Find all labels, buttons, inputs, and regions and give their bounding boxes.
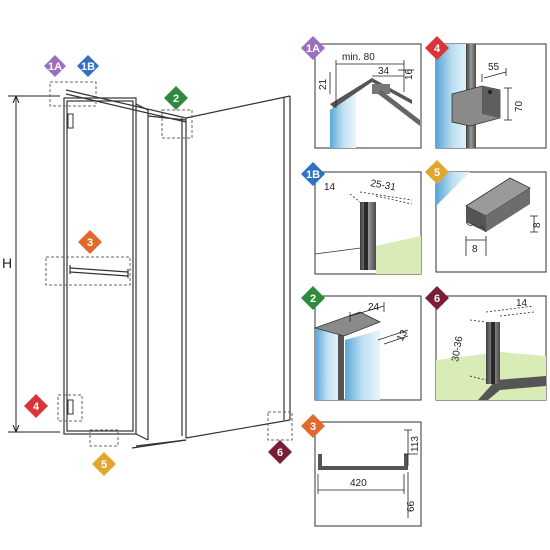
seal-side [486, 188, 530, 232]
dim-adjust-range: 30-36 [450, 335, 465, 363]
badge-label: 6 [434, 293, 440, 305]
detail-frame [314, 421, 422, 527]
dim-clamp-width: 34 [378, 66, 390, 77]
detail-4: 55 70 [435, 43, 547, 149]
badge-label: 1B [306, 169, 320, 181]
door-frame [63, 89, 187, 435]
towel-bar [69, 265, 129, 278]
badge-4-overview: 4 [24, 394, 48, 418]
dim-bar-length: 420 [350, 478, 367, 489]
detail-1a: min. 80 34 16 21 [314, 43, 422, 149]
badge-label: 6 [277, 447, 283, 459]
badge-label: 3 [310, 421, 316, 433]
bar-clamp [372, 84, 390, 94]
callout-box-5 [89, 429, 119, 447]
badge-1a-overview: 1A [44, 55, 66, 77]
badge-1b-overview: 1B [77, 55, 99, 77]
callout-box-3 [45, 256, 131, 286]
seal-front [466, 206, 486, 232]
badge-6-detail: 6 [425, 286, 449, 310]
dim-bracket-height: 13 [395, 328, 410, 344]
height-label: H [2, 255, 12, 271]
badge-4-detail: 4 [425, 36, 449, 60]
badge-label: 4 [434, 43, 441, 55]
hinge-top [67, 113, 74, 129]
dim-adjust-range: 25-31 [369, 178, 397, 193]
badge-diamond [44, 55, 66, 77]
callout-box-4 [57, 394, 83, 422]
badge-5-detail: 5 [425, 160, 449, 184]
side-panel [131, 95, 291, 449]
corner-bracket [313, 311, 381, 337]
detail-3: 420 113 66 [314, 421, 422, 527]
glass-corner [436, 172, 470, 206]
badge-1b-detail: 1B [301, 162, 325, 186]
dim-bracket-width: 24 [368, 302, 380, 313]
badge-label: 1A [306, 43, 320, 55]
dim-profile-depth: 14 [516, 298, 528, 309]
detail-1b: 14 25-31 [314, 171, 422, 275]
dim-seal-width: 8 [472, 244, 478, 255]
badge-label: 1B [81, 61, 95, 73]
overview-drawing: H [2, 81, 293, 449]
detail-5: 8 8 [435, 171, 547, 273]
callout-box-1a [49, 81, 97, 107]
badge-5-overview: 5 [92, 452, 116, 476]
height-dimension [8, 94, 60, 434]
dim-clamp-height: 16 [404, 68, 415, 80]
dim-seal-height: 8 [532, 222, 543, 228]
detail-6: 14 30-36 [435, 295, 547, 401]
badge-label: 2 [173, 93, 179, 105]
detail-2: 24 13 [313, 295, 422, 401]
hinge-bottom [67, 399, 74, 415]
fixed-panel [135, 103, 187, 447]
glass-pane [330, 90, 356, 148]
floor-area [376, 236, 421, 274]
dim-hinge-height: 70 [514, 100, 525, 112]
callout-box-6 [267, 411, 293, 441]
glass-left [315, 320, 340, 400]
callout-boxes [45, 81, 293, 447]
dim-hinge-width: 55 [488, 62, 500, 73]
panel-profile [338, 322, 344, 400]
hinge-screw [488, 90, 492, 94]
badge-label: 5 [101, 459, 107, 471]
top-bar [330, 78, 412, 108]
badge-label: 5 [434, 167, 440, 179]
badge-label: 2 [310, 293, 316, 305]
badge-2-detail: 2 [301, 286, 325, 310]
badge-1a-detail: 1A [301, 36, 325, 60]
badge-3-detail: 3 [301, 414, 325, 438]
dim-bar-height: 21 [318, 78, 329, 90]
badge-label: 1A [48, 61, 62, 73]
glass-right [345, 330, 380, 400]
dim-bar-height: 113 [410, 436, 421, 452]
dim-profile-width: 14 [324, 182, 336, 193]
badge-2-overview: 2 [164, 86, 188, 110]
callout-box-2 [161, 109, 193, 139]
towel-bar-profile [318, 454, 408, 470]
support-rod [378, 90, 420, 126]
badge-label: 3 [87, 237, 93, 249]
dim-bar-offset: 66 [406, 500, 417, 512]
hinge-side [482, 86, 500, 118]
badge-3-overview: 3 [78, 230, 102, 254]
dim-min-width: min. 80 [342, 52, 375, 63]
badge-label: 4 [33, 401, 40, 413]
badge-6-overview: 6 [268, 440, 292, 464]
